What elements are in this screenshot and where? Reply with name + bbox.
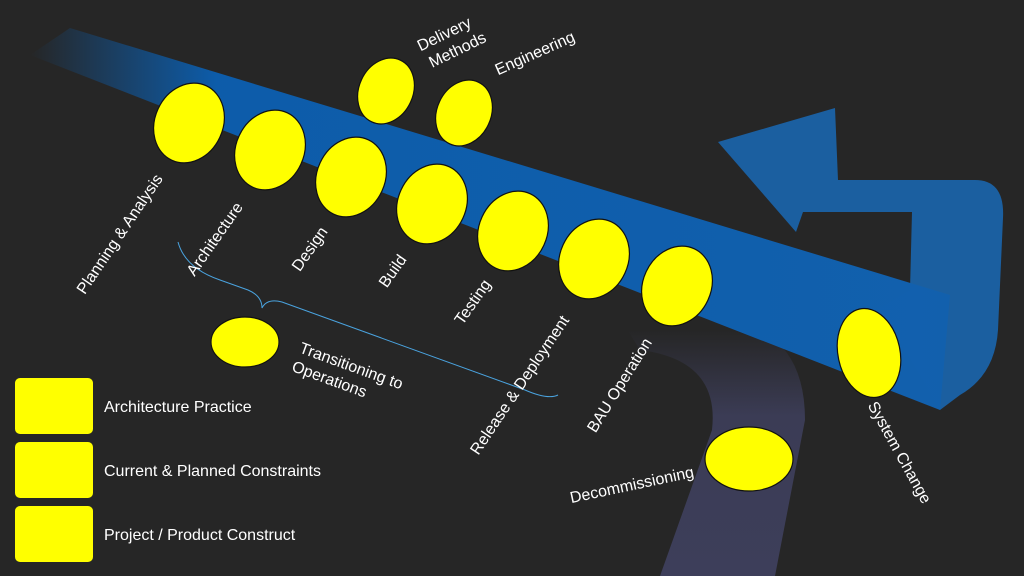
oval-planning — [153, 82, 225, 164]
legend-label-project-construct: Project / Product Construct — [104, 527, 296, 544]
transition-bracket — [177, 241, 559, 398]
oval-delivery-methods — [357, 57, 415, 125]
label-release-deployment: Release & Deployment — [467, 312, 573, 458]
label-engineering: Engineering — [493, 29, 578, 79]
oval-architecture — [234, 109, 306, 191]
legend-swatch-project-construct — [15, 506, 93, 562]
oval-transitioning — [210, 316, 280, 368]
label-delivery-methods: Delivery Methods — [415, 14, 489, 71]
legend-label-constraints: Current & Planned Constraints — [104, 463, 321, 480]
oval-build — [396, 163, 468, 245]
label-planning-analysis: Planning & Analysis — [74, 171, 167, 297]
legend-swatch-constraints — [15, 442, 93, 498]
label-system-change: System Change — [864, 399, 934, 507]
label-architecture: Architecture — [184, 199, 247, 279]
oval-system-change — [836, 307, 902, 399]
label-bau-operation: BAU Operation — [584, 335, 655, 435]
label-build: Build — [376, 252, 410, 291]
label-decommissioning: Decommissioning — [569, 464, 696, 507]
oval-decommissioning — [704, 426, 794, 492]
label-transitioning: Transitioning to Operations — [289, 340, 405, 401]
legend-label-architecture-practice: Architecture Practice — [104, 399, 252, 416]
oval-release — [558, 218, 630, 300]
oval-testing — [477, 190, 549, 272]
label-testing: Testing — [452, 277, 495, 328]
oval-bau — [641, 245, 713, 327]
stage-ovals — [153, 57, 902, 492]
oval-engineering — [435, 79, 493, 147]
label-design: Design — [289, 224, 331, 275]
legend-swatch-architecture-practice — [15, 378, 93, 434]
oval-design — [315, 136, 387, 218]
